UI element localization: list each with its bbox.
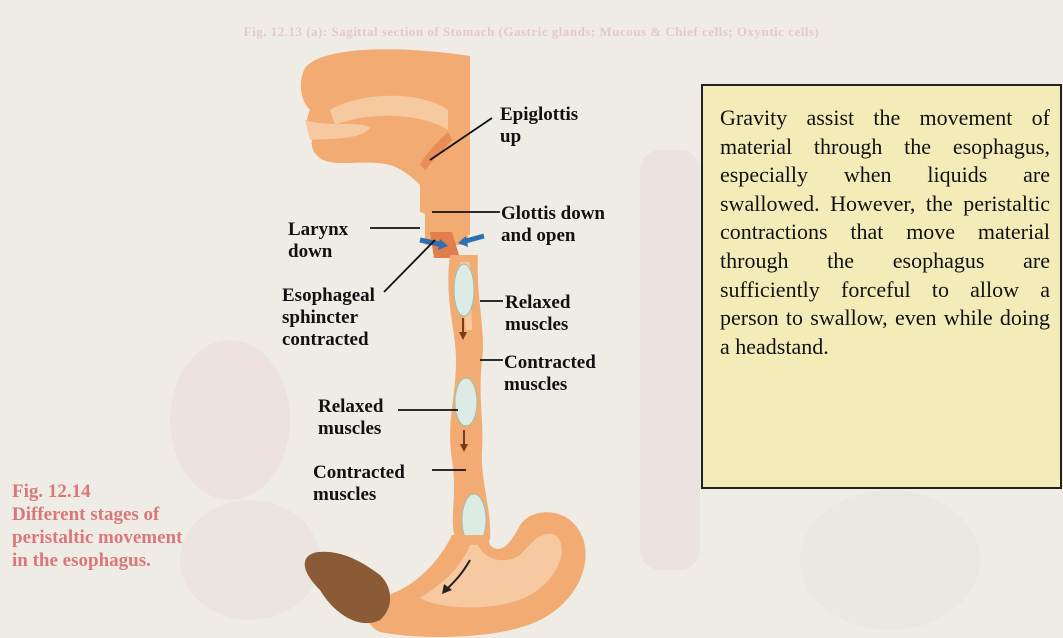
- caption-line: Different stages of: [12, 503, 262, 526]
- info-text: Gravity assist the movement of material …: [720, 105, 1050, 359]
- caption-line: in the esophagus.: [12, 549, 262, 572]
- caption-line: peristaltic movement: [12, 526, 262, 549]
- larynx: [425, 200, 468, 258]
- gravity-info-box: Gravity assist the movement of material …: [701, 84, 1062, 489]
- figure-caption: Fig. 12.14 Different stages of peristalt…: [12, 480, 262, 572]
- figure-number: Fig. 12.14: [12, 480, 262, 503]
- stomach: [305, 512, 586, 637]
